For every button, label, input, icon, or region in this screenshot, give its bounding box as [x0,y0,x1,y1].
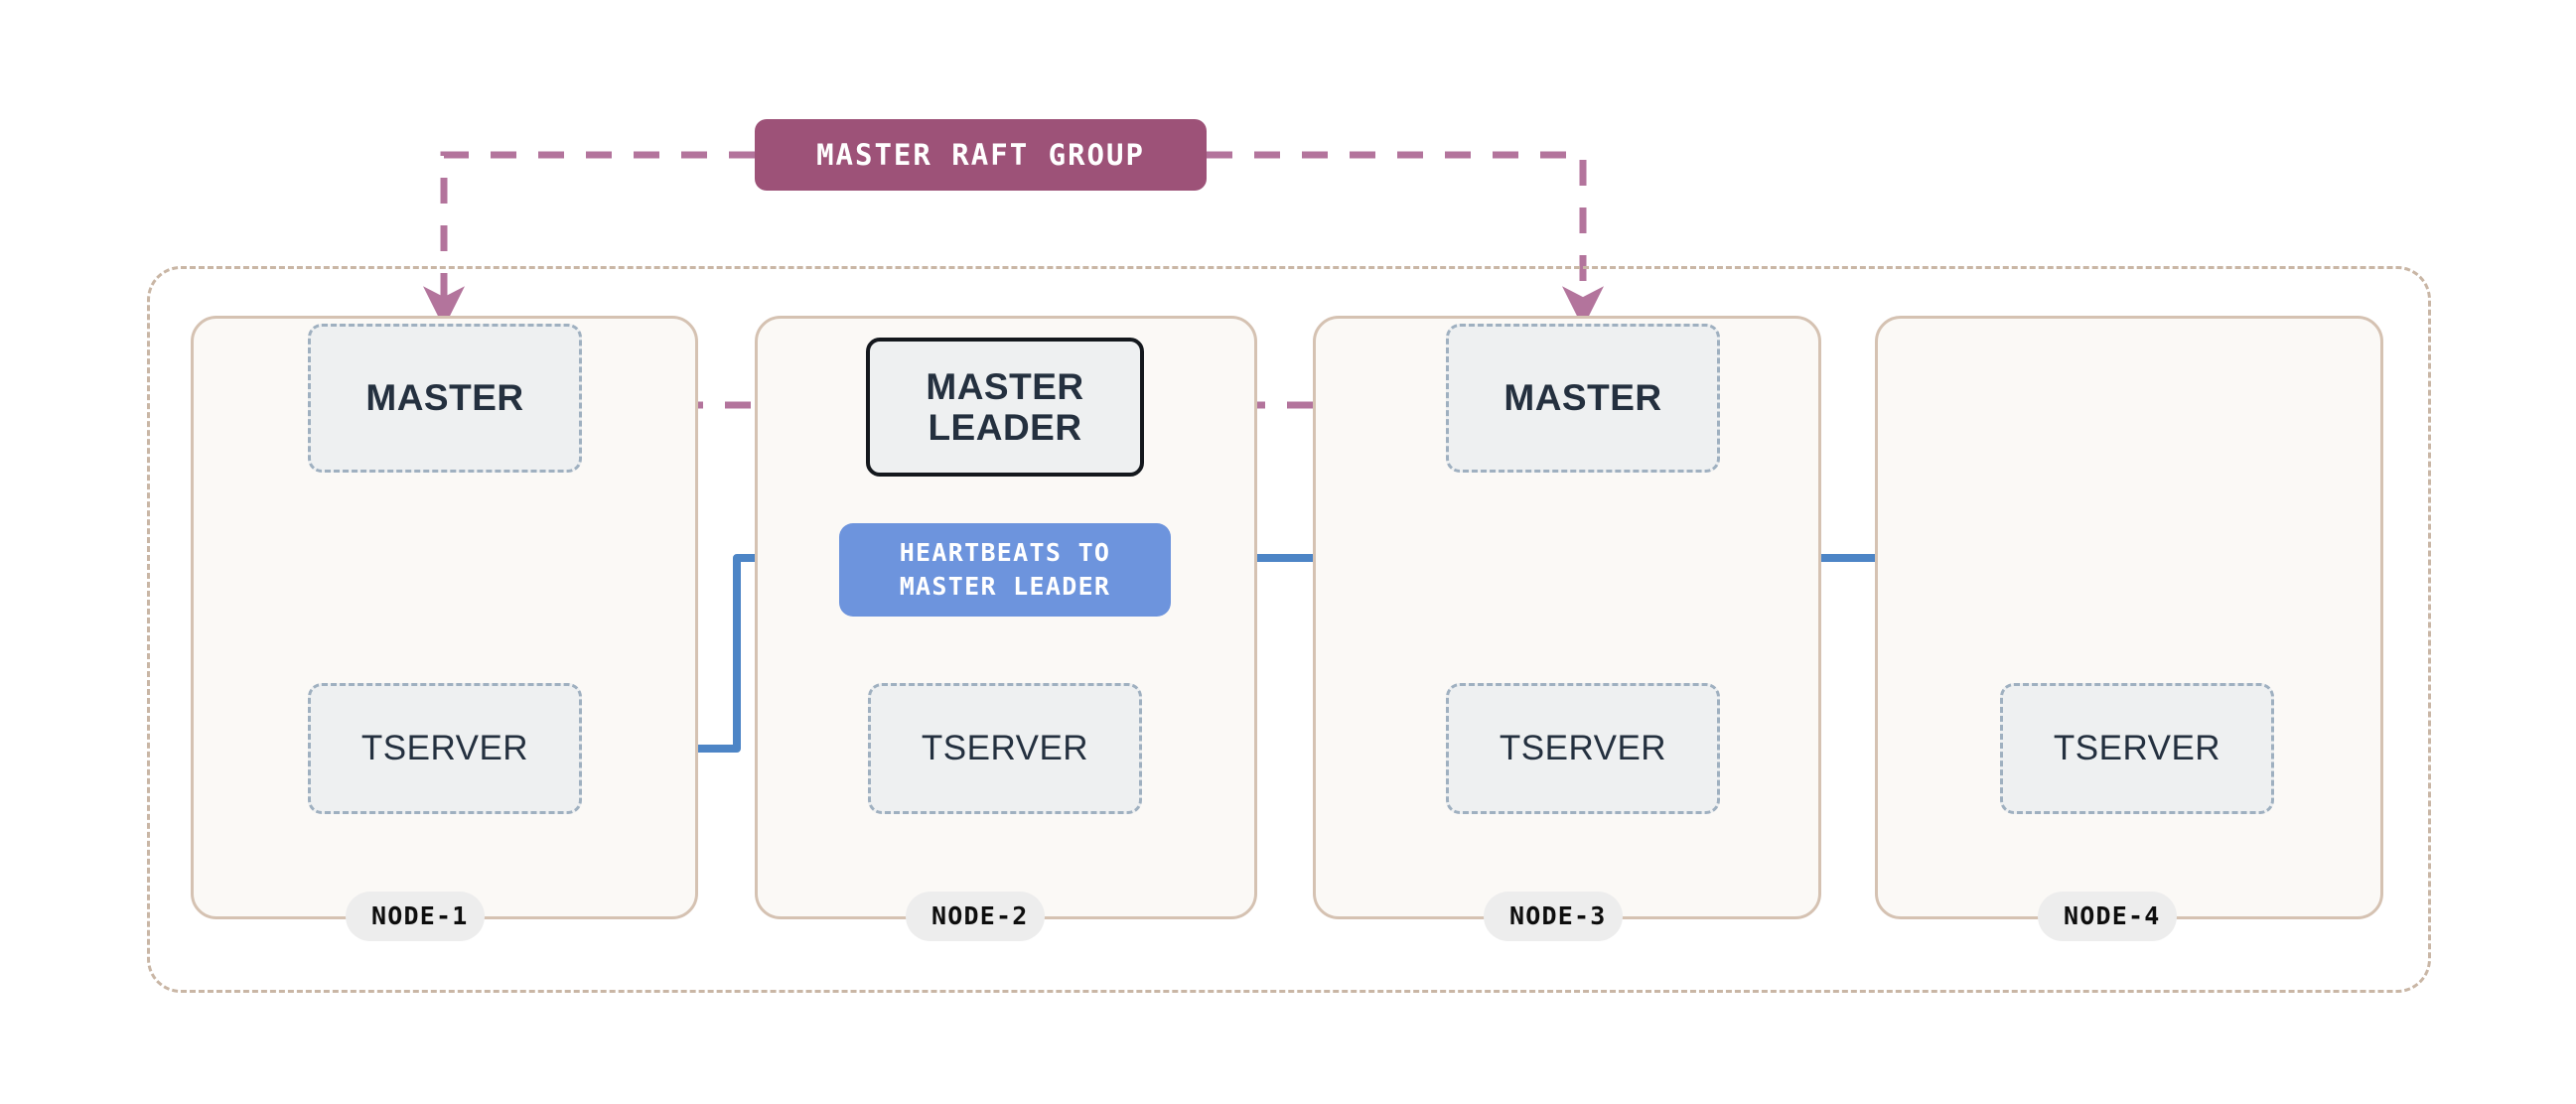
master-raft-group-label: MASTER RAFT GROUP [755,119,1207,191]
node-badge-node-3-text: NODE-3 [1509,901,1607,930]
master-leader-line-2: LEADER [928,407,1082,448]
master-node-3-label: MASTER [1503,377,1662,418]
master-node-1-label: MASTER [365,377,524,418]
tserver-node-1[interactable]: TSERVER [308,683,582,814]
node-badge-node-2: NODE-2 [906,892,1045,941]
node-badge-node-4: NODE-4 [2038,892,2177,941]
heartbeats-line-1: HEARTBEATS TO [899,538,1111,568]
master-leader-line-1: MASTER [926,365,1084,407]
node-badge-node-2-text: NODE-2 [931,901,1029,930]
tserver-node-3-label: TSERVER [1499,729,1667,767]
node-badge-node-3: NODE-3 [1484,892,1623,941]
master-node-1[interactable]: MASTER [308,324,582,473]
tserver-node-4-label: TSERVER [2053,729,2221,767]
master-leader-node-2[interactable]: MASTER LEADER [866,338,1144,477]
node-container-node-4[interactable] [1875,316,2383,919]
tserver-node-2-label: TSERVER [921,729,1089,767]
tserver-node-1-label: TSERVER [360,729,529,767]
raft-connector-left [423,151,755,329]
node-badge-node-1-text: NODE-1 [371,901,469,930]
tserver-node-2[interactable]: TSERVER [868,683,1142,814]
heartbeats-line-2: MASTER LEADER [899,572,1111,601]
node-badge-node-1: NODE-1 [346,892,485,941]
master-node-3[interactable]: MASTER [1446,324,1720,473]
cluster-frame [147,266,2431,993]
tserver-node-4[interactable]: TSERVER [2000,683,2274,814]
heartbeats-label: HEARTBEATS TO MASTER LEADER [839,523,1171,617]
tserver-node-3[interactable]: TSERVER [1446,683,1720,814]
master-raft-group-text: MASTER RAFT GROUP [816,138,1145,172]
node-badge-node-4-text: NODE-4 [2064,901,2161,930]
